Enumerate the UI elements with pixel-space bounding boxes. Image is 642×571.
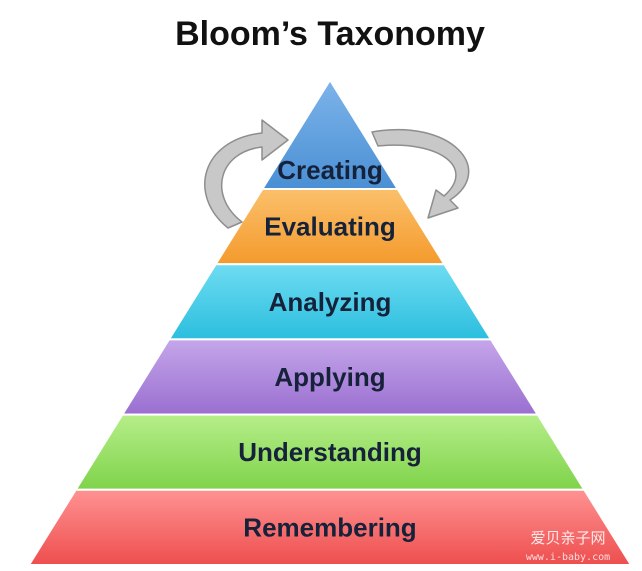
- curved-arrow-right-icon: [371, 128, 470, 219]
- curved-arrow-left-icon: [204, 119, 289, 229]
- pyramid-band-remembering: [27, 488, 633, 566]
- level-label-applying: Applying: [274, 362, 385, 392]
- level-label-evaluating: Evaluating: [264, 212, 395, 242]
- watermark-subtext: www.i-baby.com: [526, 552, 610, 563]
- watermark-text: 爱贝亲子网: [530, 529, 605, 547]
- level-label-understanding: Understanding: [238, 437, 421, 467]
- level-label-remembering: Remembering: [243, 512, 416, 542]
- diagram-title: Bloom’s Taxonomy: [175, 15, 485, 53]
- level-label-analyzing: Analyzing: [269, 287, 392, 317]
- pyramid: CreatingEvaluatingAnalyzingApplyingUnder…: [27, 78, 633, 566]
- level-label-creating: Creating: [277, 155, 382, 185]
- watermark: 爱贝亲子网 www.i-baby.com: [526, 529, 610, 563]
